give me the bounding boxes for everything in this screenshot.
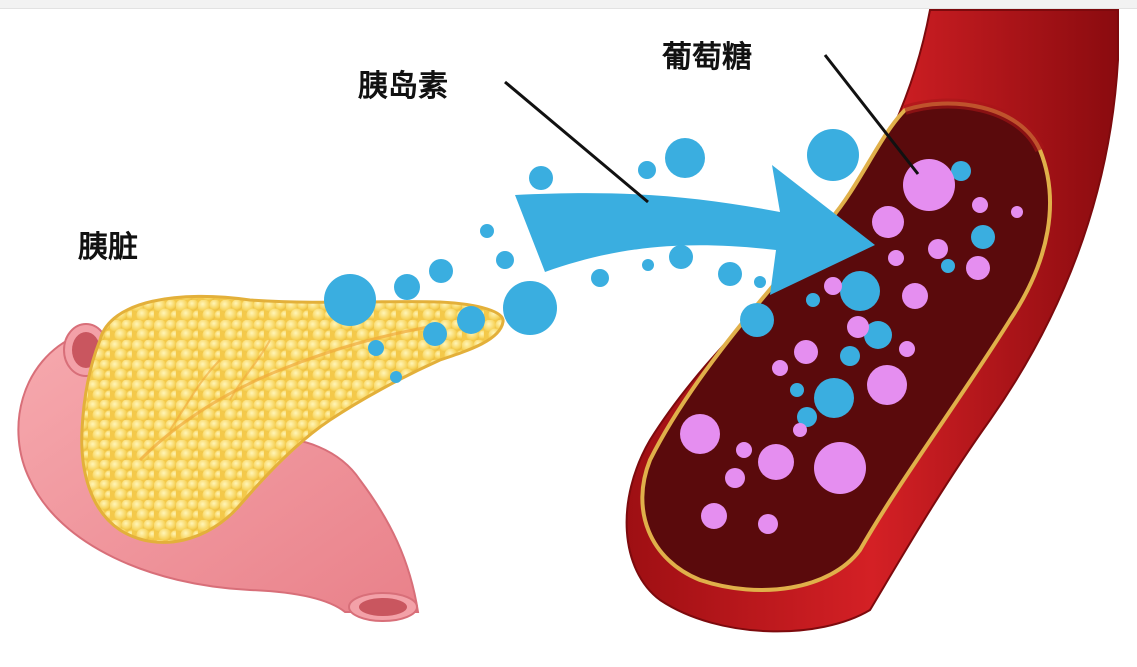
pancreas-label: 胰脏: [78, 222, 138, 266]
blood-vessel: [627, 10, 1118, 631]
insulin-label: 胰岛素: [358, 61, 448, 105]
insulin-leader-line: [505, 82, 648, 202]
glucose-label: 葡萄糖: [662, 32, 752, 76]
